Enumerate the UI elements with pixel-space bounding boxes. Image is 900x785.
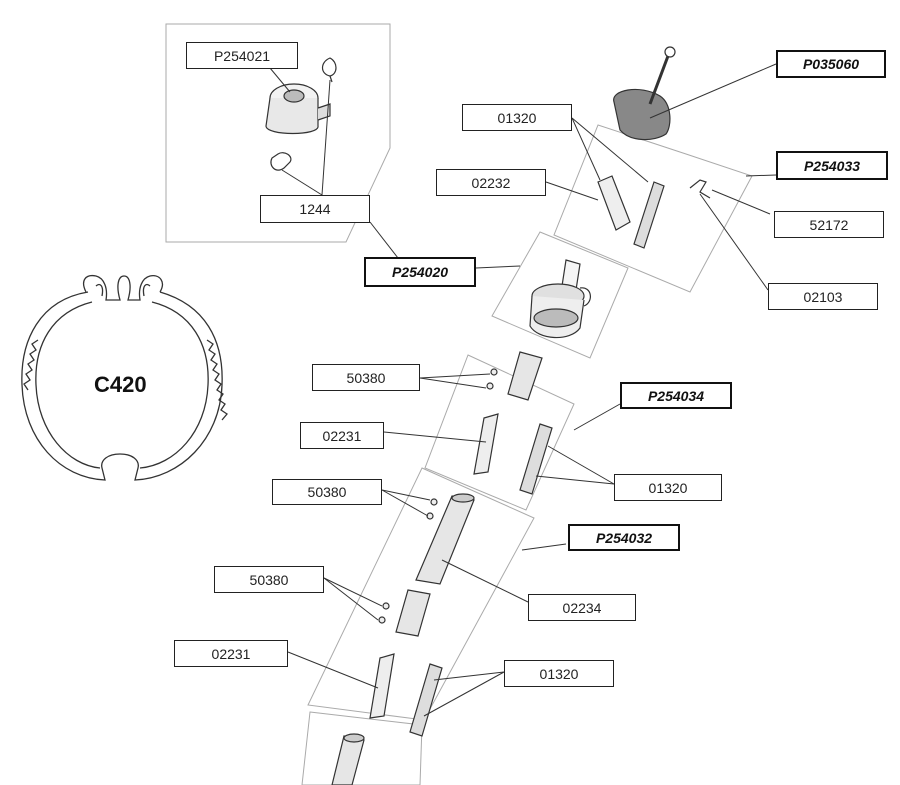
label-50380-a[interactable]: 50380 (312, 364, 420, 391)
sleeve-02231-a-icon (473, 413, 499, 475)
panel-p254033 (553, 124, 753, 293)
label-p254021[interactable]: P254021 (186, 42, 298, 69)
drive-unit-icon (529, 259, 591, 339)
c420-profile-section (21, 274, 228, 481)
label-02234[interactable]: 02234 (528, 594, 636, 621)
mid-tube-icon (395, 589, 431, 637)
label-02231-b[interactable]: 02231 (174, 640, 288, 667)
rail-01320-top-icon (633, 181, 665, 249)
label-02231-a[interactable]: 02231 (300, 422, 384, 449)
panel-p254020 (491, 231, 629, 359)
label-p035060[interactable]: P035060 (776, 50, 886, 78)
rail-01320-bot-icon (409, 663, 443, 737)
long-tube-icon (415, 493, 475, 585)
label-02232[interactable]: 02232 (436, 169, 546, 196)
label-p254032[interactable]: P254032 (568, 524, 680, 551)
head-unit-icon (265, 83, 331, 135)
pin-clip-icon (270, 57, 337, 171)
label-50380-c[interactable]: 50380 (214, 566, 324, 593)
pin-50380-c-icon (378, 602, 390, 624)
pin-50380-b-icon (426, 498, 438, 520)
label-p254033[interactable]: P254033 (776, 151, 888, 180)
short-tube-icon (507, 351, 543, 401)
end-cap-icon (613, 46, 676, 141)
label-01320-bot[interactable]: 01320 (504, 660, 614, 687)
label-52172[interactable]: 52172 (774, 211, 884, 238)
label-50380-b[interactable]: 50380 (272, 479, 382, 505)
pin-50380-a-icon (486, 368, 498, 390)
leader-lines (269, 63, 777, 717)
bottom-tube-icon (331, 733, 365, 785)
label-02103[interactable]: 02103 (768, 283, 878, 310)
label-01320-top[interactable]: 01320 (462, 104, 572, 131)
label-p254020[interactable]: P254020 (364, 257, 476, 287)
panel-p254034 (424, 354, 575, 511)
label-01320-mid[interactable]: 01320 (614, 474, 722, 501)
rail-01320-mid-icon (519, 423, 553, 495)
label-p254034[interactable]: P254034 (620, 382, 732, 409)
profile-name: C420 (94, 372, 147, 397)
label-1244[interactable]: 1244 (260, 195, 370, 223)
spring-clip-icon (689, 179, 711, 199)
parts (265, 46, 711, 785)
sleeve-02231-b-icon (369, 653, 395, 719)
sleeve-02232-icon (597, 175, 631, 231)
